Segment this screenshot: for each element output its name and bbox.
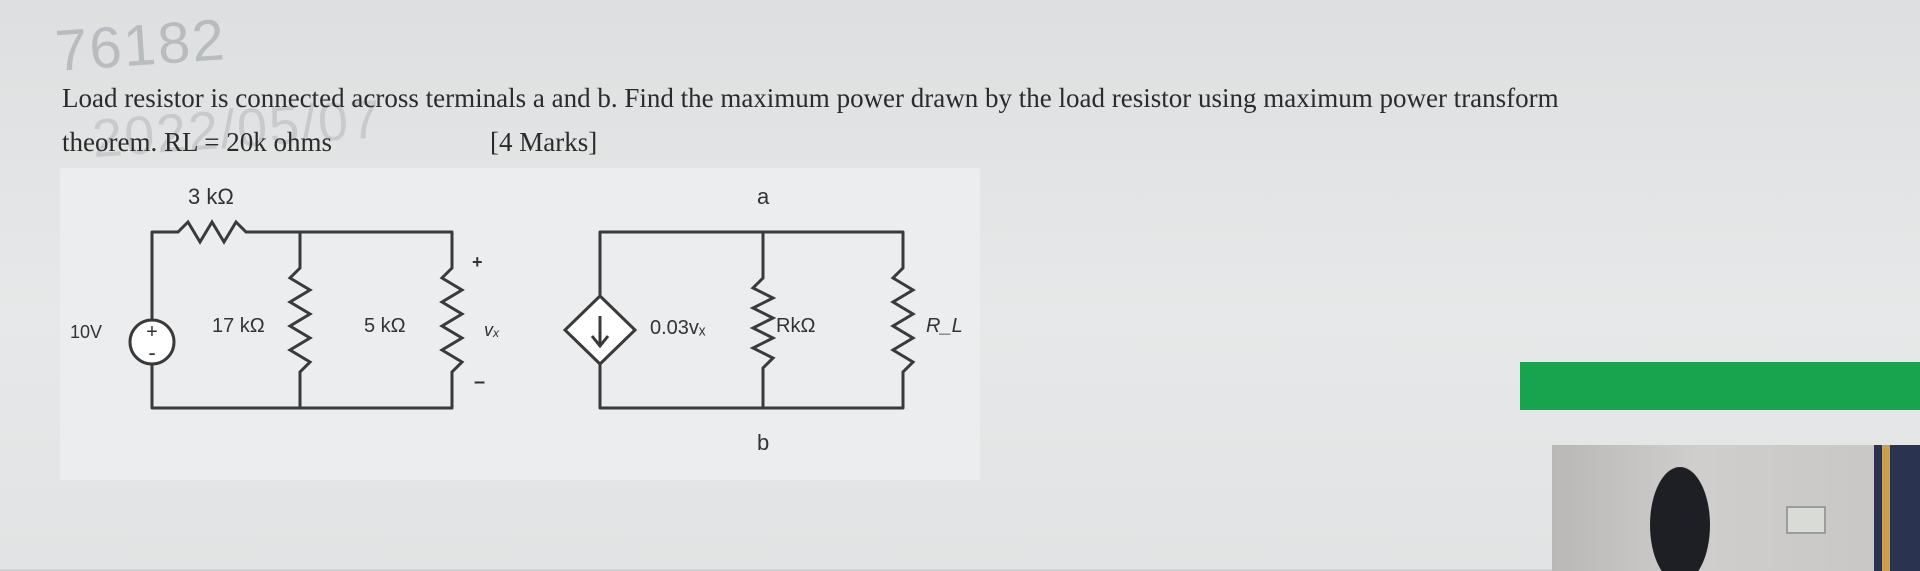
watermark-id: 76182 xyxy=(52,7,229,84)
label-terminal-b: b xyxy=(757,430,769,455)
divider-line xyxy=(0,569,1552,571)
question-line-1: Load resistor is connected across termin… xyxy=(62,83,1559,113)
label-vx-plus: + xyxy=(472,252,483,272)
voltage-source: + - xyxy=(128,318,176,366)
resistor-3k xyxy=(176,219,252,245)
label-5k: 5 kΩ xyxy=(364,315,406,337)
label-vx: vₓ xyxy=(484,320,500,340)
wire-top-left xyxy=(150,230,180,332)
camera-preview-thumbnail xyxy=(1552,445,1920,571)
source-minus-sign: - xyxy=(148,340,155,365)
question-line-2: theorem. RL = 20k ohms [4 Marks] xyxy=(62,120,1912,164)
wire-right-bottom xyxy=(598,361,905,410)
resistor-load xyxy=(890,266,916,378)
circuit-panel xyxy=(60,168,980,480)
label-vx-minus: – xyxy=(474,371,485,393)
label-dependent: 0.03vₓ xyxy=(650,317,706,339)
dependent-current-source xyxy=(562,293,638,367)
label-source: 10V xyxy=(70,322,102,342)
resistor-17k xyxy=(287,266,313,380)
label-3k: 3 kΩ xyxy=(188,184,234,209)
source-plus-sign: + xyxy=(146,321,158,343)
resistor-rk xyxy=(749,276,777,370)
wire-top-right xyxy=(250,230,454,270)
question-line-2-text: theorem. RL = 20k ohms xyxy=(62,127,332,157)
label-rk: RkΩ xyxy=(776,315,815,337)
dark-object-shape xyxy=(1650,467,1710,571)
dark-edge-shape xyxy=(1874,445,1920,571)
wire-right-top xyxy=(598,230,905,298)
wire-bottom-left xyxy=(150,352,454,410)
label-terminal-a: a xyxy=(757,184,770,209)
label-17k: 17 kΩ xyxy=(212,315,265,337)
marks-label: [4 Marks] xyxy=(490,127,598,157)
green-status-bar xyxy=(1520,362,1920,410)
outlet-shape xyxy=(1786,506,1826,534)
resistor-5k xyxy=(439,266,465,380)
question-text: Load resistor is connected across termin… xyxy=(62,76,1912,164)
circuit-diagram: + - 3 kΩ 10V 17 kΩ 5 kΩ + vₓ – 0.03vₓ Rk… xyxy=(70,184,963,455)
label-rl: R_L xyxy=(926,315,963,337)
